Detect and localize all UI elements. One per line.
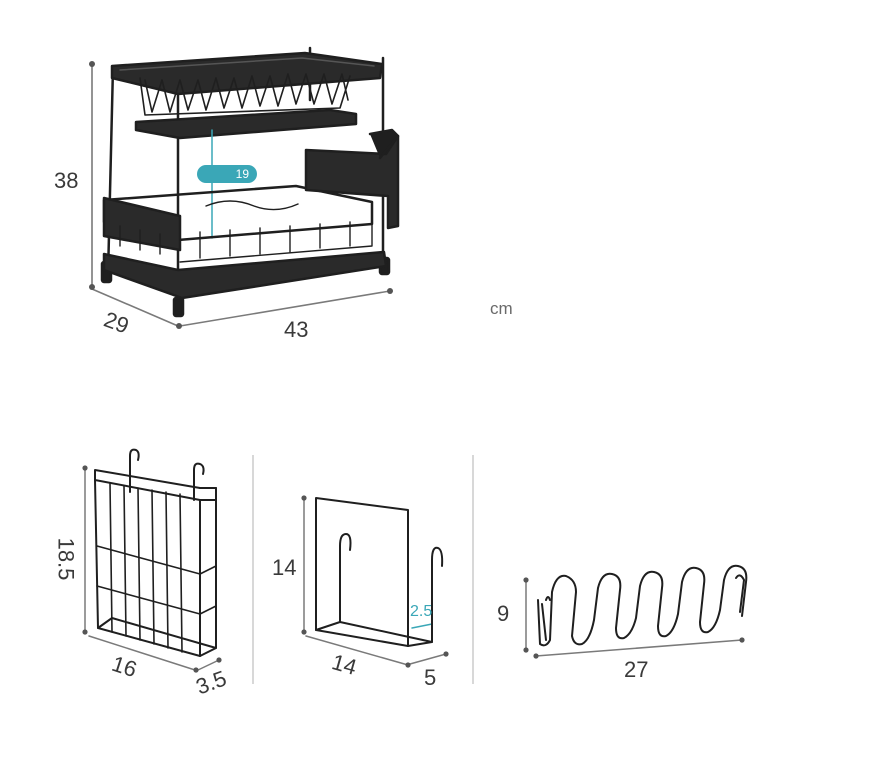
utensil-holder [82,448,222,673]
main-rack [89,46,400,329]
main-rack-width-label: 43 [284,317,309,342]
main-rack-dimension-lines [91,63,391,327]
main-rack-height-label: 38 [54,168,79,193]
board-holder [301,495,449,668]
shelf-gap-badge: 19 [197,165,257,183]
cup-holder-width-label: 27 [624,657,649,682]
cup-holder [523,564,748,659]
unit-label: cm [490,299,513,318]
board-holder-lip-label: 2.5 [410,603,433,620]
board-holder-height-label: 14 [272,555,297,580]
utensil-holder-height-label: 18.5 [53,537,79,581]
board-holder-depth-label: 5 [424,665,437,690]
cup-holder-height-label: 9 [497,601,510,626]
